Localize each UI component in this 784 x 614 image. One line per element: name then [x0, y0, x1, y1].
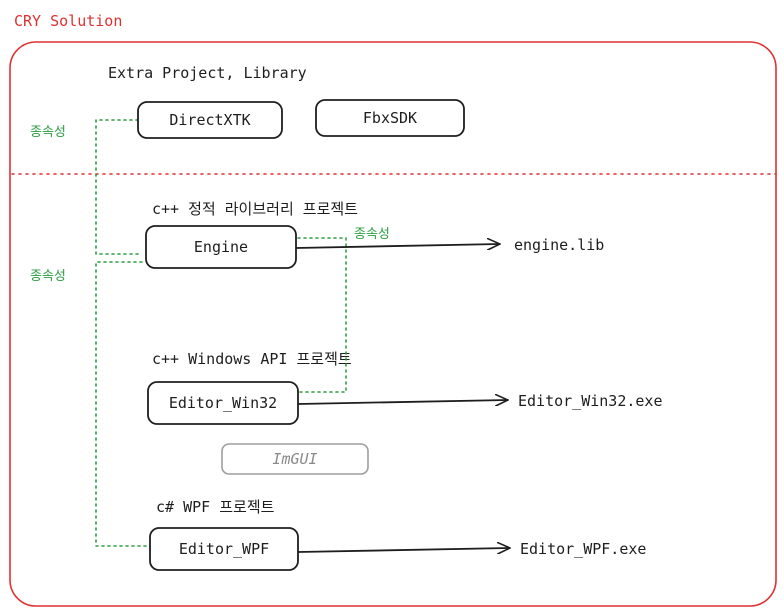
- arrow-editor-win32-exe: [297, 400, 508, 404]
- output-editor-wpf-exe: Editor_WPF.exe: [520, 540, 646, 558]
- dependency-line-engine-wpf: [95, 261, 149, 547]
- dependency-label-1: 종속성: [30, 125, 66, 140]
- node-label: Editor_WPF: [179, 540, 269, 558]
- dependency-line-directxtk-engine: [95, 119, 143, 255]
- dependency-line-engine-win32: [297, 237, 347, 393]
- arrow-engine-lib: [295, 244, 500, 248]
- dependency-label-2: 종속성: [30, 269, 66, 284]
- node-label: DirectXTK: [169, 111, 250, 129]
- node-editor-wpf[interactable]: Editor_WPF: [149, 527, 299, 571]
- node-label: Editor_Win32: [169, 394, 277, 412]
- node-label: FbxSDK: [363, 109, 417, 127]
- output-engine-lib: engine.lib: [514, 236, 604, 254]
- solution-title: CRY Solution: [14, 12, 122, 30]
- section-label-static-lib: c++ 정적 라이브러리 프로젝트: [152, 200, 358, 218]
- node-label: ImGUI: [272, 450, 317, 468]
- node-editor-win32[interactable]: Editor_Win32: [147, 381, 299, 425]
- solution-frame: [9, 41, 777, 607]
- node-imgui[interactable]: ImGUI: [221, 443, 369, 475]
- node-directxtk[interactable]: DirectXTK: [137, 101, 283, 139]
- output-editor-win32-exe: Editor_Win32.exe: [518, 392, 663, 410]
- dependency-label-3: 종속성: [354, 227, 390, 242]
- section-label-extra: Extra Project, Library: [108, 64, 307, 82]
- node-fbxsdk[interactable]: FbxSDK: [315, 99, 465, 137]
- node-engine[interactable]: Engine: [145, 225, 297, 269]
- output-arrows: [295, 244, 510, 552]
- dependency-lines: [95, 119, 347, 547]
- arrow-editor-wpf-exe: [297, 548, 510, 552]
- node-label: Engine: [194, 238, 248, 256]
- section-label-winapi: c++ Windows API 프로젝트: [152, 350, 352, 368]
- section-label-wpf: c# WPF 프로젝트: [156, 498, 275, 516]
